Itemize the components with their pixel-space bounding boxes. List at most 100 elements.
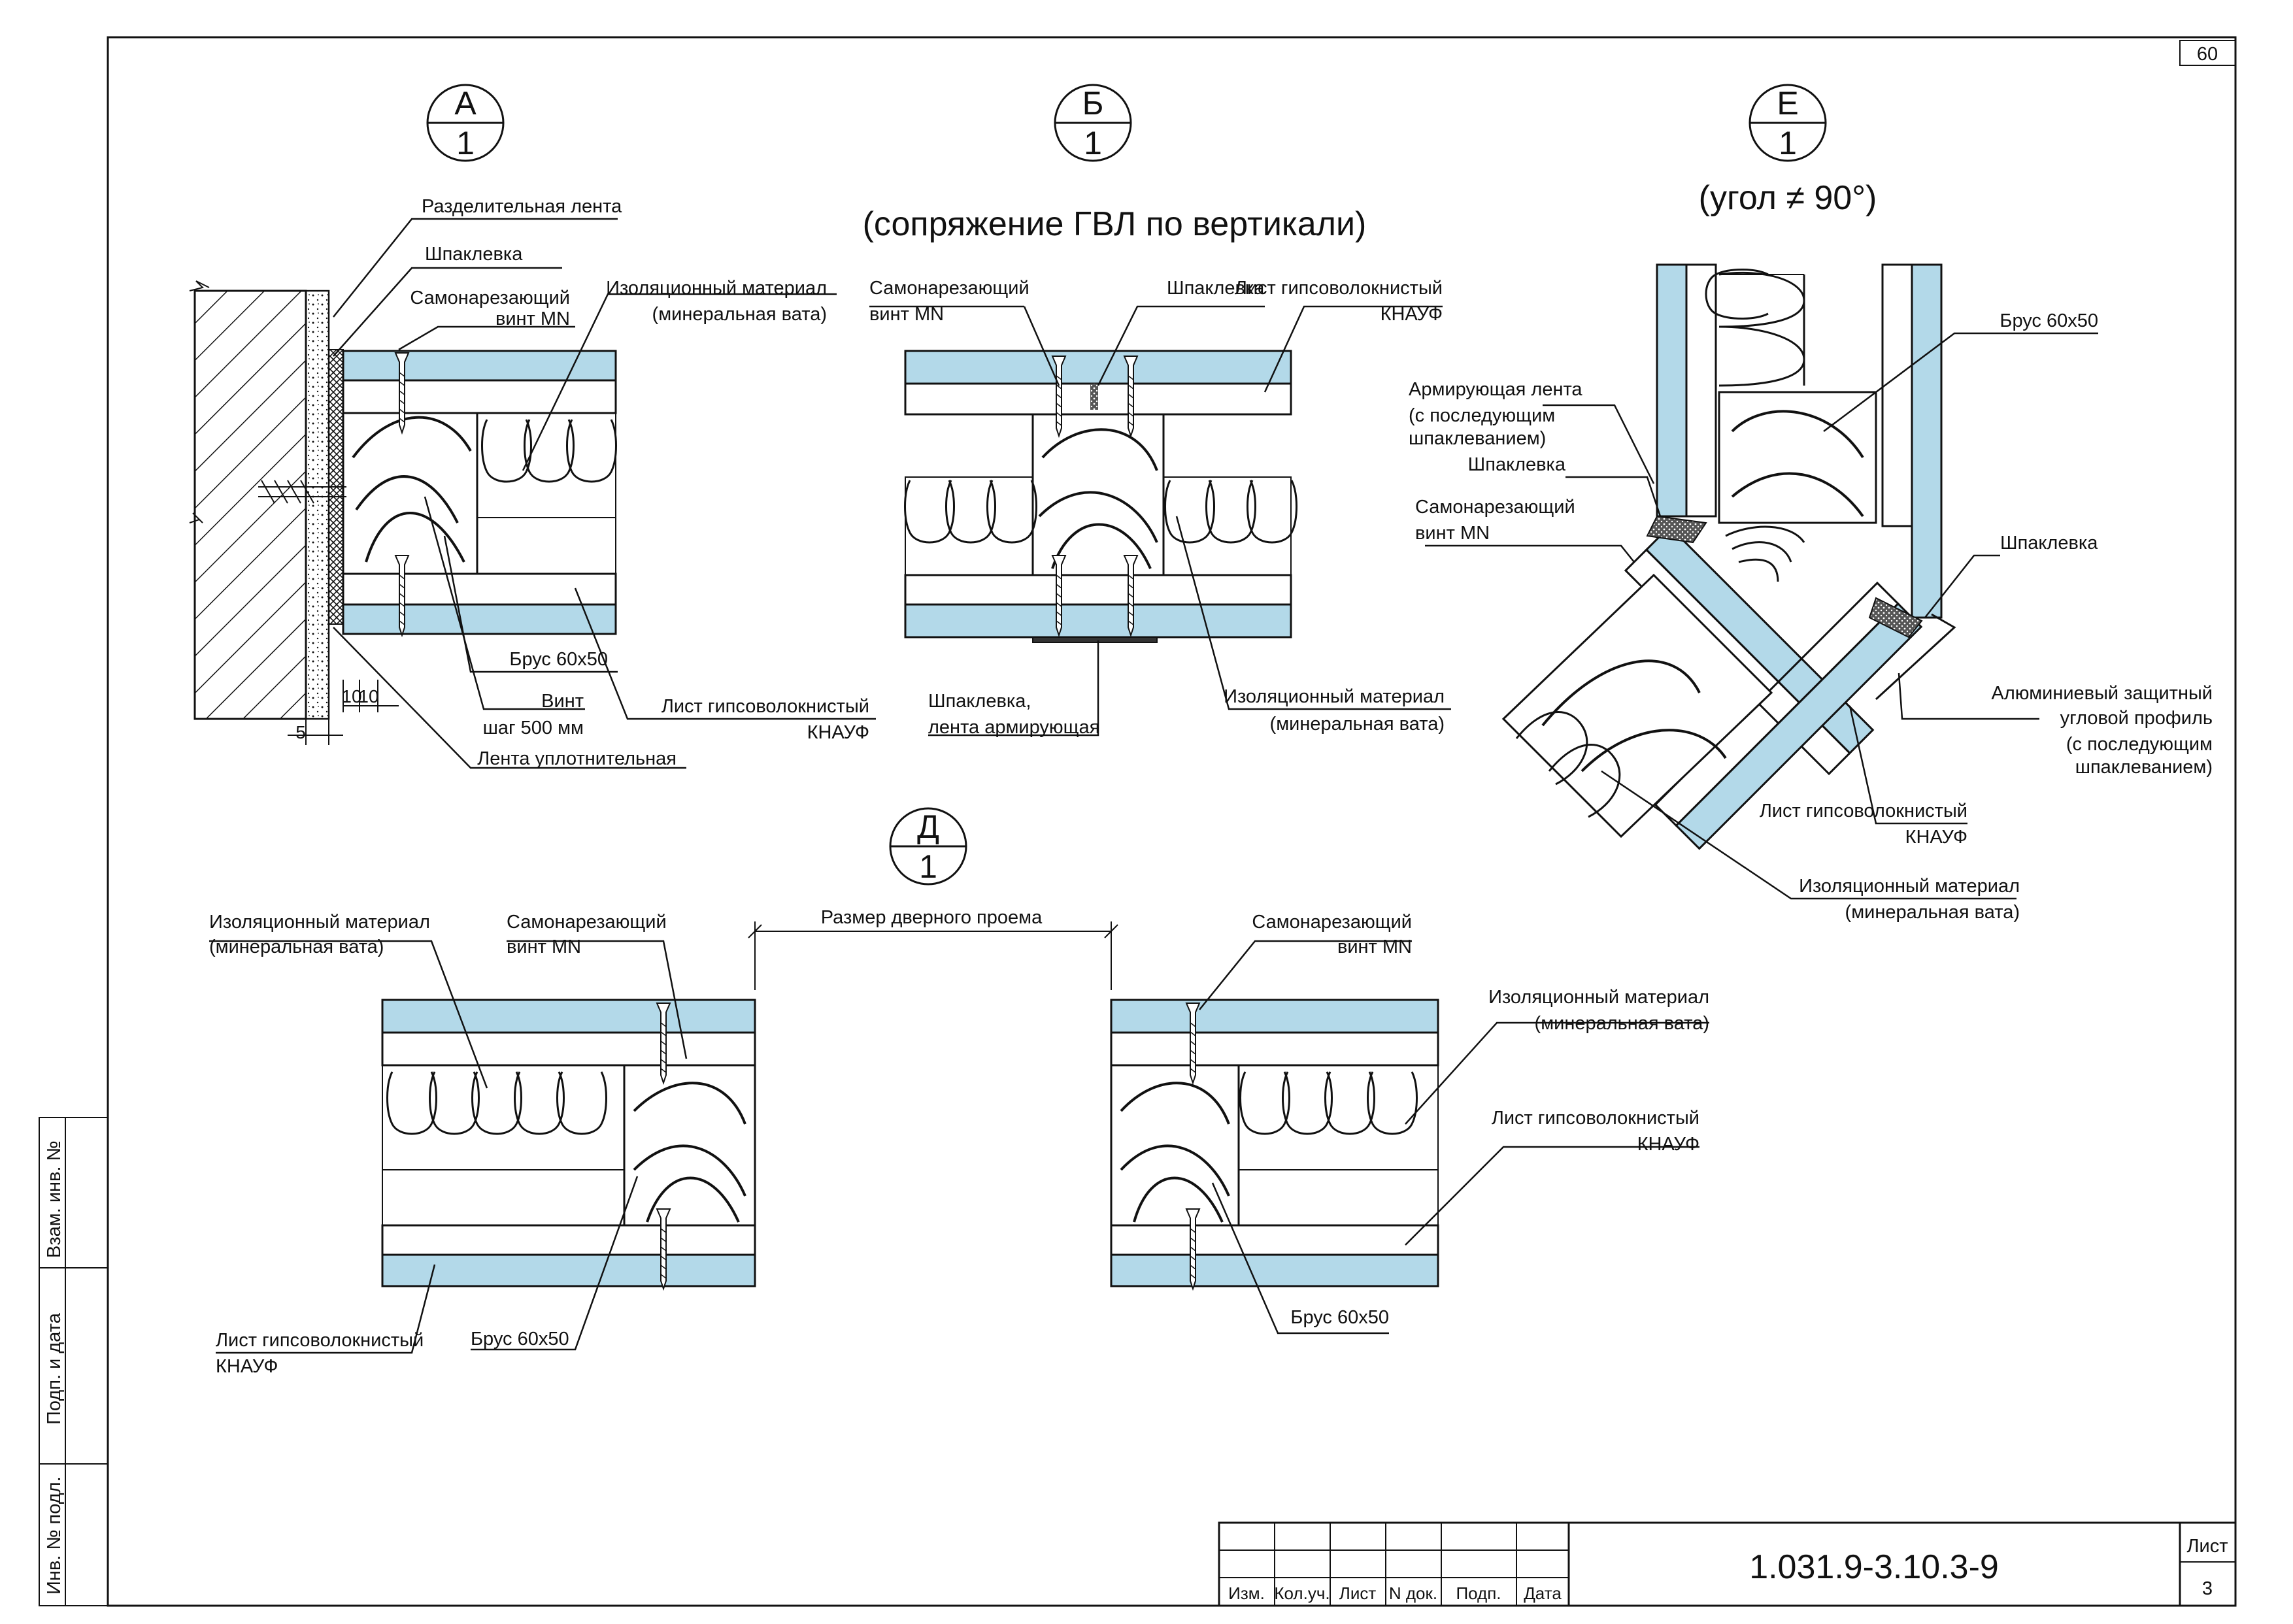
svg-text:10: 10 (341, 686, 361, 706)
wood-beam-slant (1501, 573, 1773, 838)
label-insulation-right-line2: (минеральная вата) (1535, 1013, 1709, 1034)
detail-mark-d: Д 1 (889, 807, 967, 886)
detail-e: Е 1 (угол ≠ 90°) (1409, 84, 2213, 923)
label-putty: Шпаклевка (1167, 278, 1265, 299)
label-insulation-line2: (минеральная вата) (1845, 902, 2020, 923)
plaster-layer (305, 290, 330, 720)
label-beam: Брус 60х50 (509, 649, 608, 670)
svg-text:Е: Е (1777, 85, 1798, 122)
label-bolt-line1: Винт (541, 691, 584, 712)
gvl-board-top-left (381, 999, 756, 1034)
label-reinf-tape-line2: (с последующим (1409, 405, 1555, 426)
label-putty-tape-line1: Шпаклевка, (928, 691, 1031, 712)
corner-number: 60 (2197, 44, 2218, 65)
svg-text:Д: Д (917, 808, 939, 845)
label-insulation-left-line1: Изоляционный материал (209, 912, 430, 933)
svg-text:10: 10 (358, 686, 378, 706)
document-code: 1.031.9-3.10.3-9 (1749, 1548, 1999, 1586)
label-gvl-line2: КНАУФ (807, 722, 869, 743)
label-putty-left: Шпаклевка (1468, 454, 1566, 475)
gvl-board-left (1656, 263, 1688, 518)
sheet-number: 3 (2202, 1578, 2213, 1599)
stamp-original-inv: Инв. № подл. (44, 1476, 65, 1595)
label-gvl-left-line2: КНАУФ (216, 1356, 278, 1377)
label-beam-left: Брус 60х50 (471, 1329, 569, 1350)
svg-text:Б: Б (1082, 85, 1104, 122)
svg-text:1: 1 (1084, 125, 1102, 161)
label-gvl-line1: Лист гипсоволокнистый (661, 696, 869, 717)
label-separating-tape: Разделительная лента (422, 196, 622, 217)
label-gvl-line1: Лист гипсоволокнистый (1760, 801, 1967, 821)
gvl-board-bottom (904, 603, 1292, 638)
door-jamb-left (381, 999, 756, 1289)
label-profile-line2: угловой профиль (2060, 708, 2213, 729)
label-profile-line4: шпаклеванием) (2075, 757, 2213, 778)
label-insulation-line2: (минеральная вата) (652, 304, 827, 325)
corner-number-box (2179, 40, 2236, 66)
stamp-sign-date: Подп. и дата (44, 1312, 65, 1425)
detail-b: Б 1 (сопряжение ГВЛ по вертикали) Самона… (863, 84, 1451, 738)
detail-a: А 1 10 10 (189, 84, 876, 769)
wood-beam (1031, 413, 1165, 576)
col-change: Изм. (1228, 1583, 1265, 1603)
caption-e: (угол ≠ 90°) (1699, 179, 1877, 217)
label-screw-line2: винт MN (495, 308, 570, 329)
label-insulation-line1: Изоляционный материал (606, 278, 827, 299)
detail-mark-b: Б 1 (1054, 84, 1132, 162)
label-putty: Шпаклевка (425, 244, 523, 265)
label-insulation-line1: Изоляционный материал (1799, 876, 2020, 897)
gvl-board-top (904, 350, 1292, 385)
detail-mark-e: Е 1 (1749, 84, 1827, 162)
sheet-label: Лист (2186, 1536, 2228, 1557)
label-putty-tape-line2: лента армирующая (928, 717, 1099, 738)
label-screw-right-line1: Самонарезающий (1252, 912, 1412, 933)
gvl-board-bottom (342, 603, 617, 635)
col-sign: Подп. (1456, 1583, 1501, 1603)
label-insulation-left-line2: (минеральная вата) (209, 936, 384, 957)
label-sealing-tape: Лента уплотнительная (477, 748, 677, 769)
label-gvl-right-line2: КНАУФ (1637, 1134, 1699, 1155)
label-screw-line2: винт MN (869, 304, 944, 325)
label-reinf-tape-line1: Армирующая лента (1409, 379, 1582, 400)
putty-right (1868, 597, 1923, 638)
label-gvl-line1: Лист гипсоволокнистый (1235, 278, 1443, 299)
label-gvl-line2: КНАУФ (1381, 304, 1443, 325)
col-doc: N док. (1389, 1583, 1437, 1603)
reinforcing-tape (1032, 637, 1158, 643)
label-profile-line3: (с последующим (2066, 734, 2213, 755)
label-reinf-tape-line3: шпаклеванием) (1409, 428, 1546, 449)
aluminium-corner-profile (1875, 613, 1956, 701)
label-screw-left-line1: Самонарезающий (507, 912, 667, 933)
detail-d: Д 1 Размер дверного проема (209, 807, 1709, 1377)
gvl-board-top (342, 350, 617, 382)
label-beam-right: Брус 60х50 (1290, 1307, 1389, 1328)
caption-b: (сопряжение ГВЛ по вертикали) (863, 205, 1367, 243)
label-screw-left-line2: винт MN (507, 936, 581, 957)
col-sheet: Лист (1339, 1583, 1377, 1603)
label-beam: Брус 60х50 (2000, 310, 2098, 331)
gvl-board-top-right (1110, 999, 1439, 1034)
label-screw-line1: Самонарезающий (869, 278, 1029, 299)
gvl-board-right (1911, 263, 1943, 619)
label-profile-line1: Алюминиевый защитный (1992, 683, 2213, 704)
label-gvl-line2: КНАУФ (1905, 827, 1967, 848)
stamp-replace-inv: Взам. инв. № (44, 1140, 65, 1258)
detail-mark-a: А 1 (426, 84, 505, 162)
svg-text:1: 1 (1779, 125, 1797, 161)
label-insulation-right-line1: Изоляционный материал (1488, 987, 1709, 1008)
svg-text:1: 1 (919, 848, 937, 885)
door-jamb-right (1110, 999, 1439, 1289)
gvl-board-bottom-left (381, 1253, 756, 1287)
concrete-wall (193, 290, 307, 720)
svg-text:А: А (454, 85, 477, 122)
label-gvl-left-line1: Лист гипсоволокнистый (216, 1330, 424, 1351)
label-door-opening: Размер дверного проема (821, 907, 1043, 928)
label-putty-right: Шпаклевка (2000, 533, 2098, 554)
label-insulation-line2: (минеральная вата) (1270, 714, 1445, 735)
gvl-board-bottom-right (1110, 1253, 1439, 1287)
putty-left (1646, 515, 1707, 544)
label-screw-line1: Самонарезающий (410, 288, 570, 308)
sheet-frame: 60 (107, 36, 2237, 1607)
